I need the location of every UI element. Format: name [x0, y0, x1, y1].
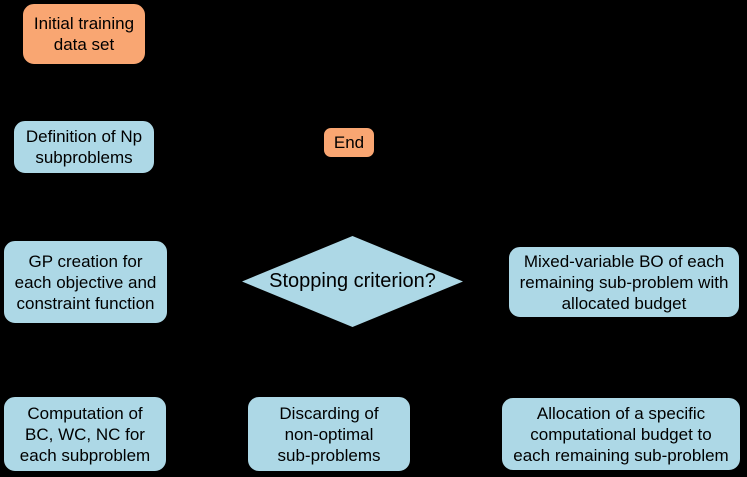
decision-stopping-criterion-label: Stopping criterion? — [269, 270, 436, 292]
node-end: End — [323, 127, 375, 158]
node-mixed-variable-bo-label: Mixed-variable BO of each remaining sub-… — [519, 251, 729, 313]
node-initial-training-data-set-label: Initial training data set — [33, 14, 135, 54]
node-allocation-budget: Allocation of a specific computational b… — [501, 397, 741, 471]
node-computation-bc-wc-nc-label: Computation of BC, WC, NC for each subpr… — [19, 403, 151, 465]
node-discarding-non-optimal-label: Discarding of non-optimal sub-problems — [277, 403, 381, 465]
decision-stopping-criterion: Stopping criterion? — [242, 236, 463, 327]
node-discarding-non-optimal: Discarding of non-optimal sub-problems — [247, 396, 411, 472]
node-end-label: End — [333, 133, 365, 152]
node-definition-of-np-subproblems-label: Definition of Np subproblems — [25, 127, 143, 167]
node-computation-bc-wc-nc: Computation of BC, WC, NC for each subpr… — [3, 396, 167, 472]
node-definition-of-np-subproblems: Definition of Np subproblems — [13, 120, 155, 174]
node-allocation-budget-label: Allocation of a specific computational b… — [513, 403, 729, 465]
node-initial-training-data-set: Initial training data set — [22, 3, 146, 65]
node-gp-creation: GP creation for each objective and const… — [3, 240, 168, 324]
node-mixed-variable-bo: Mixed-variable BO of each remaining sub-… — [508, 246, 740, 318]
node-gp-creation-label: GP creation for each objective and const… — [14, 251, 157, 313]
